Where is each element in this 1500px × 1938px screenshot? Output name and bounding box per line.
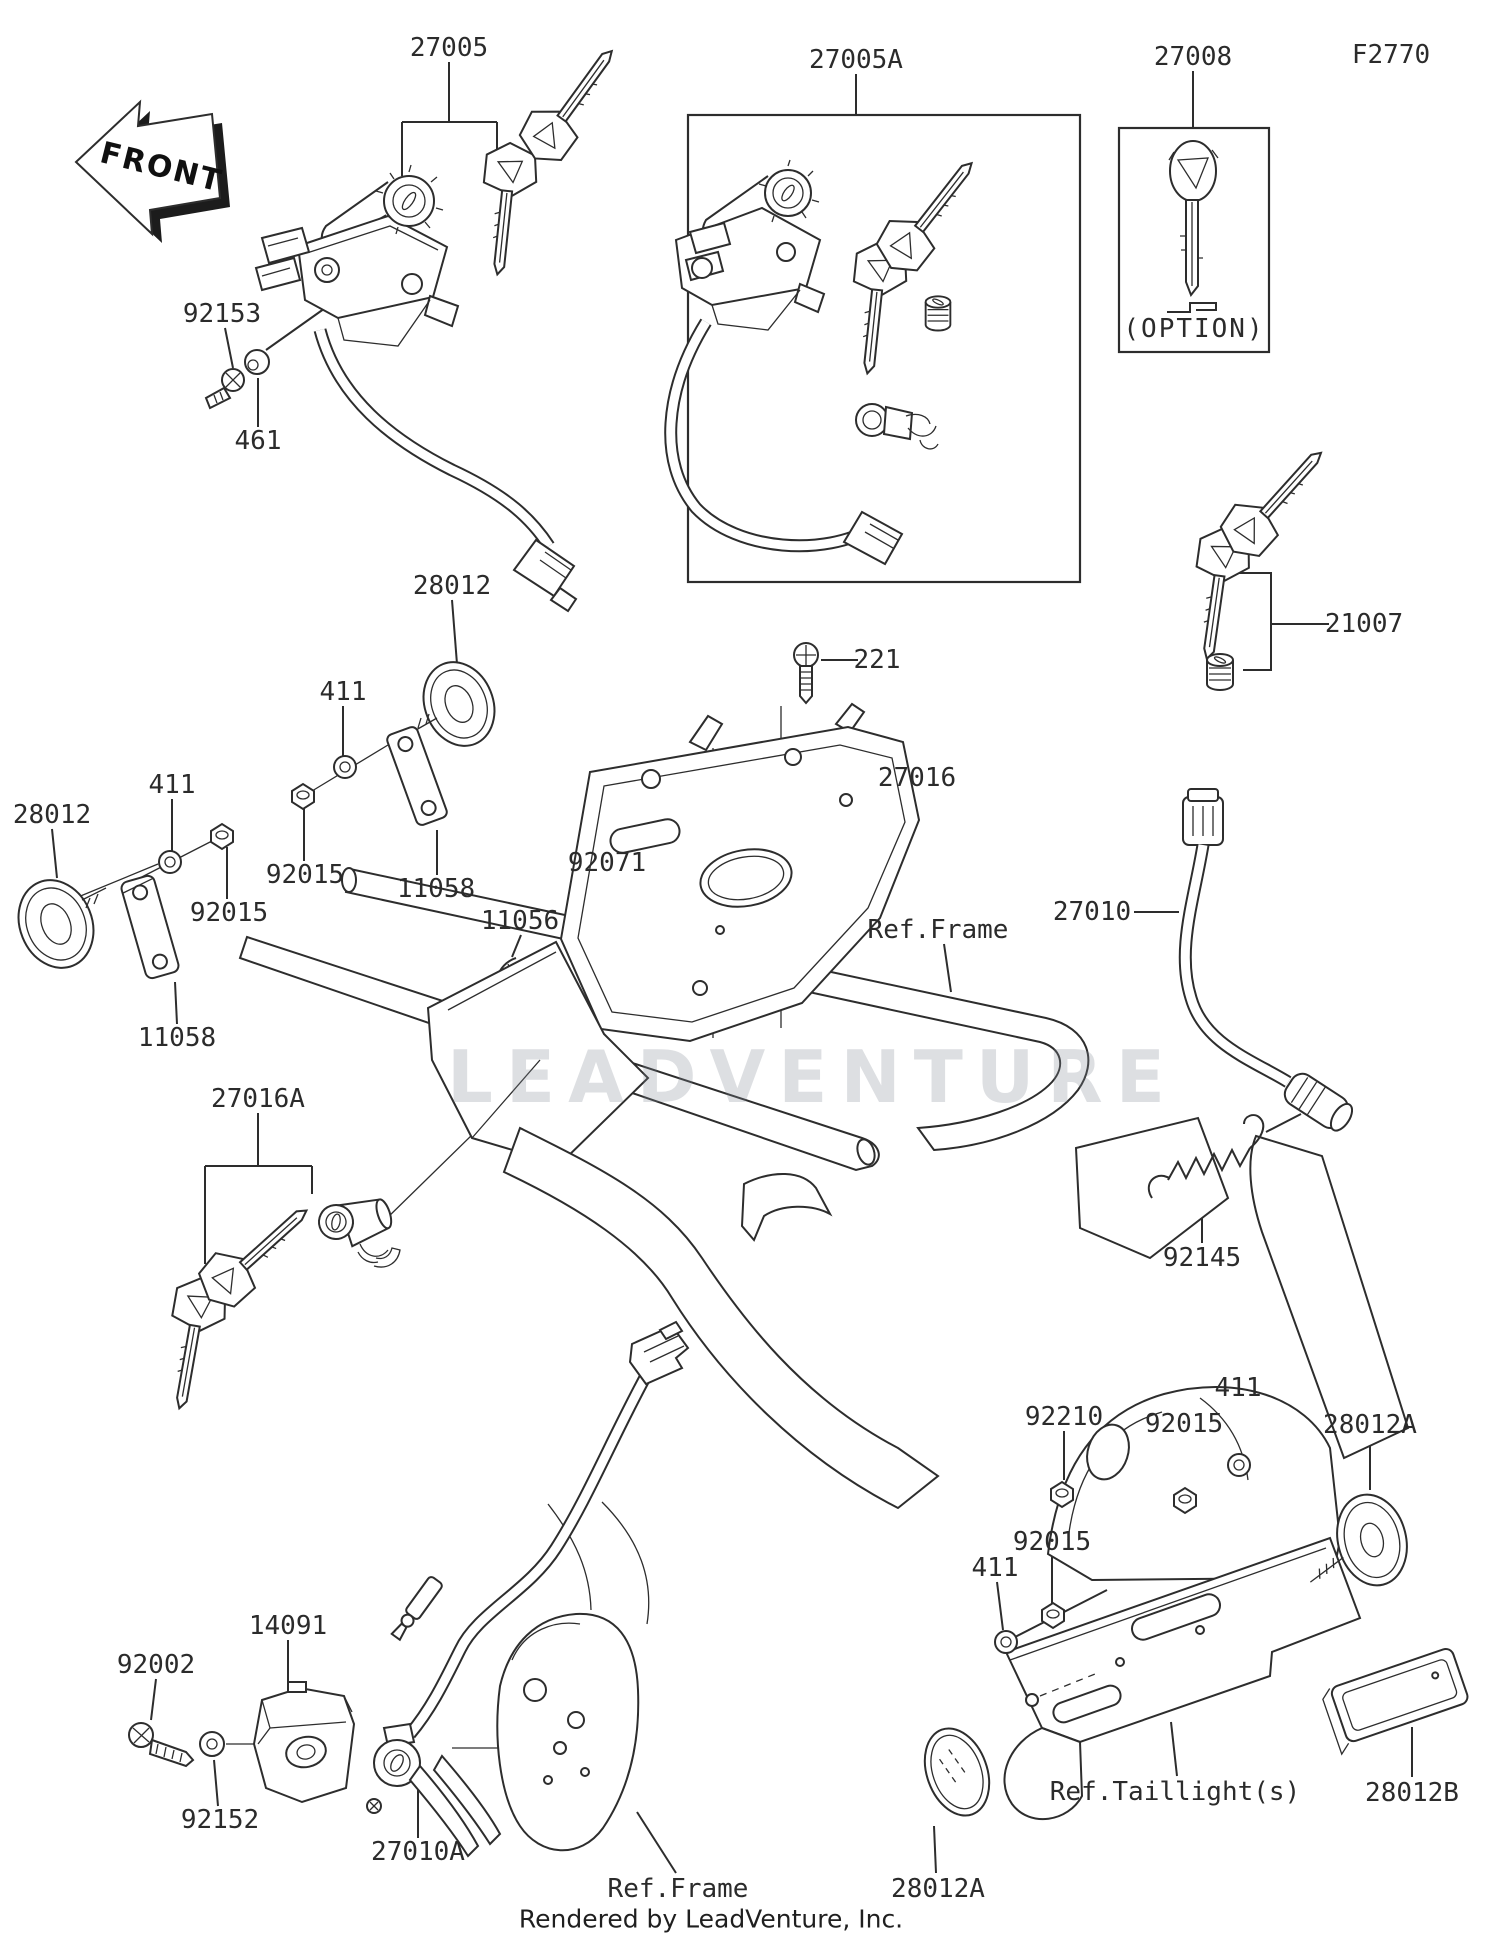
leader-28012-left — [51, 828, 58, 879]
part-label-92071[interactable]: 92071 — [567, 848, 647, 878]
leader-ref-taillight — [1170, 1721, 1178, 1777]
ref-label-frame-bottom[interactable]: Ref.Frame — [607, 1874, 749, 1904]
part-drawing-bracket-11058-left — [120, 874, 180, 980]
part-drawing-washer-92152 — [199, 1731, 225, 1757]
ref-label-taillight[interactable]: Ref.Taillight(s) — [1049, 1777, 1301, 1807]
frame-plate-bottom — [496, 1612, 640, 1852]
ref-label-frame-top[interactable]: Ref.Frame — [867, 915, 1009, 945]
footer-credit: Rendered by LeadVenture, Inc. — [518, 1904, 904, 1934]
leadventure-watermark: LEADVENTURE — [447, 1035, 1178, 1119]
part-label-92015-left[interactable]: 92015 — [189, 898, 269, 928]
leader-ref-frame-btm — [636, 1811, 677, 1874]
part-label-14091[interactable]: 14091 — [248, 1611, 328, 1641]
part-label-92145[interactable]: 92145 — [1162, 1243, 1242, 1273]
part-drawing-washer-411-right — [333, 755, 357, 779]
part-drawing-reflector-28012-left — [17, 879, 107, 969]
figure-code: F2770 — [1351, 40, 1431, 70]
leader-21007 — [1236, 572, 1329, 671]
part-label-28012b[interactable]: 28012B — [1365, 1778, 1459, 1808]
taillight-bracket-assembly — [1003, 1386, 1362, 1821]
part-label-27005a[interactable]: 27005A — [809, 45, 903, 75]
option-box — [1117, 126, 1271, 354]
part-drawing-ignition-switch-27005 — [254, 33, 632, 613]
part-drawing-bracket-14091 — [252, 1681, 356, 1804]
part-drawing-seat-lock-27016a — [155, 1187, 401, 1415]
part-label-27010[interactable]: 27010 — [1052, 897, 1132, 927]
harness-cable — [390, 1320, 690, 1739]
part-drawing-bracket-11058-right — [386, 726, 448, 826]
part-label-11056[interactable]: 11056 — [480, 906, 560, 936]
leader-92152 — [213, 1759, 219, 1807]
part-drawing-blank-key-27008 — [1117, 126, 1271, 354]
leader-28012-right — [451, 599, 458, 665]
part-drawing-nut-92015-botright — [1041, 1602, 1065, 1629]
part-drawing-screw-92002 — [128, 1722, 195, 1768]
part-drawing-key-21007 — [1183, 432, 1340, 691]
part-drawing-washer-411-left — [158, 850, 182, 874]
leader-461 — [257, 305, 329, 427]
part-drawing-spring-92145 — [1147, 1114, 1265, 1199]
part-label-27016a[interactable]: 27016A — [211, 1084, 305, 1114]
part-label-28012-left[interactable]: 28012 — [12, 800, 92, 830]
part-drawing-reflector-28012a-top — [1309, 1493, 1408, 1587]
part-drawing-washer-411-botright — [994, 1630, 1018, 1654]
part-label-411-topright[interactable]: 411 — [1214, 1373, 1262, 1403]
part-label-411-left[interactable]: 411 — [148, 770, 196, 800]
leader-92153 — [224, 327, 234, 369]
part-label-27016[interactable]: 27016 — [877, 763, 957, 793]
leader-ref-frame-top — [943, 943, 952, 993]
part-label-11058-right[interactable]: 11058 — [396, 874, 476, 904]
part-drawing-reflector-28012a-bottom — [923, 1727, 991, 1817]
part-drawing-screw-221 — [793, 642, 819, 705]
part-label-27010a[interactable]: 27010A — [371, 1837, 465, 1867]
part-label-92152[interactable]: 92152 — [180, 1805, 260, 1835]
part-label-92015-botright[interactable]: 92015 — [1012, 1527, 1092, 1557]
part-label-92002[interactable]: 92002 — [116, 1650, 196, 1680]
part-label-411-botright[interactable]: 411 — [971, 1553, 1019, 1583]
part-drawing-switch-lead-27010 — [1178, 788, 1354, 1132]
part-label-28012-right[interactable]: 28012 — [412, 571, 492, 601]
part-label-27008[interactable]: 27008 — [1153, 42, 1233, 72]
part-drawing-screw-92153 — [204, 368, 245, 410]
part-drawing-reflector-28012b — [1322, 1647, 1469, 1756]
part-drawing-switch-27010a — [366, 1722, 502, 1858]
leader-11056 — [511, 934, 522, 958]
part-label-27005[interactable]: 27005 — [409, 33, 489, 63]
leader-11058-left — [174, 981, 178, 1025]
part-label-28012a-top[interactable]: 28012A — [1323, 1410, 1417, 1440]
leader-27005 — [401, 62, 498, 176]
part-label-11058-left[interactable]: 11058 — [137, 1023, 217, 1053]
part-drawing-nut-92015-topright — [1173, 1487, 1197, 1514]
part-label-461[interactable]: 461 — [234, 426, 282, 456]
leader-27016a — [204, 1113, 313, 1264]
part-label-21007[interactable]: 21007 — [1324, 609, 1404, 639]
part-label-92210[interactable]: 92210 — [1024, 1402, 1104, 1432]
leader-28012a-btm — [933, 1825, 937, 1874]
option-kit-box — [686, 113, 1082, 584]
part-drawing-washer-461 — [244, 349, 270, 375]
front-arrow-icon — [74, 99, 230, 243]
part-label-92153[interactable]: 92153 — [182, 299, 262, 329]
part-label-92015-topright[interactable]: 92015 — [1144, 1409, 1224, 1439]
part-label-28012a-bottom[interactable]: 28012A — [891, 1874, 985, 1904]
part-drawing-nut-92210 — [1050, 1481, 1074, 1508]
part-drawing-nut-92015-left — [210, 823, 234, 850]
option-label: (OPTION) — [1123, 314, 1265, 344]
part-label-221[interactable]: 221 — [853, 645, 901, 675]
frame-drawing — [238, 702, 1410, 1625]
part-drawing-key-set-27005a — [664, 113, 1082, 584]
part-drawing-nut-92015-right — [291, 783, 315, 810]
part-drawing-washer-411-topright — [1227, 1453, 1251, 1477]
part-drawing-reflector-28012-right — [408, 661, 496, 747]
leader-92002 — [150, 1678, 157, 1721]
part-label-92015-right[interactable]: 92015 — [265, 860, 345, 890]
part-label-411-right[interactable]: 411 — [319, 677, 367, 707]
